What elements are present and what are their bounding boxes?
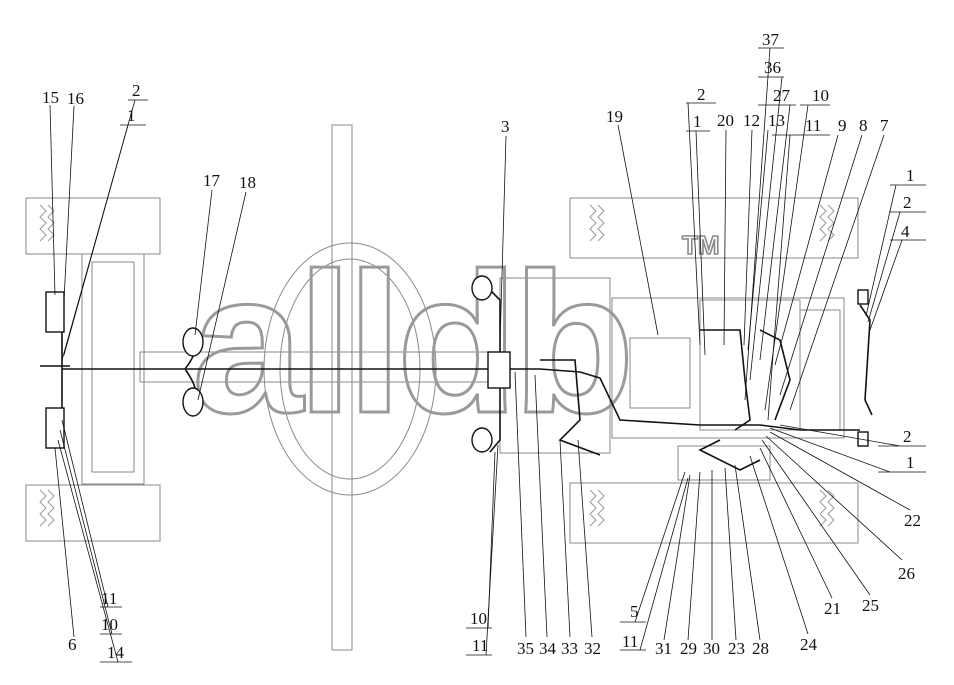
callout-18: 18 — [239, 173, 256, 192]
callout-35: 35 — [517, 639, 534, 658]
callout-13: 13 — [768, 111, 785, 130]
callout-25: 25 — [862, 596, 879, 615]
callout-1-right: 1 — [906, 166, 915, 185]
callout-10-top: 10 — [812, 86, 829, 105]
callout-16: 16 — [67, 89, 84, 108]
callout-36: 36 — [764, 58, 781, 77]
battery-box — [677, 445, 771, 481]
callout-1-lower-right: 1 — [906, 453, 915, 472]
front-wheel-bottom — [25, 484, 161, 542]
rear-lamp-top — [857, 289, 869, 305]
callout-20: 20 — [717, 111, 734, 130]
callout-15: 15 — [42, 88, 59, 107]
callout-32: 32 — [584, 639, 601, 658]
side-lamp-top — [471, 275, 493, 301]
callout-22: 22 — [904, 511, 921, 530]
callout-7: 7 — [880, 116, 889, 135]
side-lamp-bottom — [471, 427, 493, 453]
callout-10-left: 10 — [101, 615, 118, 634]
tyre-tread — [39, 204, 835, 527]
callout-8: 8 — [859, 116, 868, 135]
callout-2-right: 2 — [903, 193, 912, 212]
callout-31: 31 — [655, 639, 672, 658]
callout-17: 17 — [203, 171, 221, 190]
work-light-2 — [182, 387, 204, 417]
work-light-1 — [182, 327, 204, 357]
callout-3: 3 — [501, 117, 510, 136]
watermark-logo: alldb — [192, 232, 629, 455]
callout-24: 24 — [800, 635, 818, 654]
callout-11-left: 11 — [101, 589, 117, 608]
front-light-left — [45, 291, 65, 333]
callout-26: 26 — [898, 564, 915, 583]
instrument-cluster — [487, 351, 511, 389]
cross-beam — [331, 124, 353, 651]
callout-28: 28 — [752, 639, 769, 658]
rear-wheel-top — [569, 197, 859, 259]
callout-labels: 15 16 2 1 17 18 3 19 2 1 20 12 13 27 36 … — [42, 30, 921, 662]
callout-23: 23 — [728, 639, 745, 658]
callout-10-bottom: 10 — [470, 609, 487, 628]
callout-6: 6 — [68, 635, 77, 654]
rear-wheel-bottom — [569, 482, 859, 544]
callout-27: 27 — [773, 86, 791, 105]
callout-30: 30 — [703, 639, 720, 658]
engine-block — [611, 297, 845, 439]
callout-37: 37 — [762, 30, 780, 49]
callout-2-mid: 2 — [697, 85, 706, 104]
callout-14: 14 — [107, 643, 125, 662]
front-light-right — [45, 407, 65, 449]
leader-lines — [49, 47, 926, 663]
callout-19: 19 — [606, 107, 623, 126]
callout-9: 9 — [838, 116, 847, 135]
callout-2-left: 2 — [132, 81, 141, 100]
callout-11-top: 11 — [805, 116, 821, 135]
callout-29: 29 — [680, 639, 697, 658]
components — [45, 275, 869, 453]
callout-12: 12 — [743, 111, 760, 130]
callout-33: 33 — [561, 639, 578, 658]
callout-1-left: 1 — [127, 106, 136, 125]
callout-5: 5 — [630, 602, 639, 621]
callout-11-battery: 11 — [622, 632, 638, 651]
callout-2-lower-right: 2 — [903, 427, 912, 446]
callout-21: 21 — [824, 599, 841, 618]
callout-1-mid: 1 — [693, 112, 702, 131]
callout-4: 4 — [901, 222, 910, 241]
callout-34: 34 — [539, 639, 557, 658]
callout-11-bottom: 11 — [472, 636, 488, 655]
front-wheel-top — [25, 197, 161, 255]
